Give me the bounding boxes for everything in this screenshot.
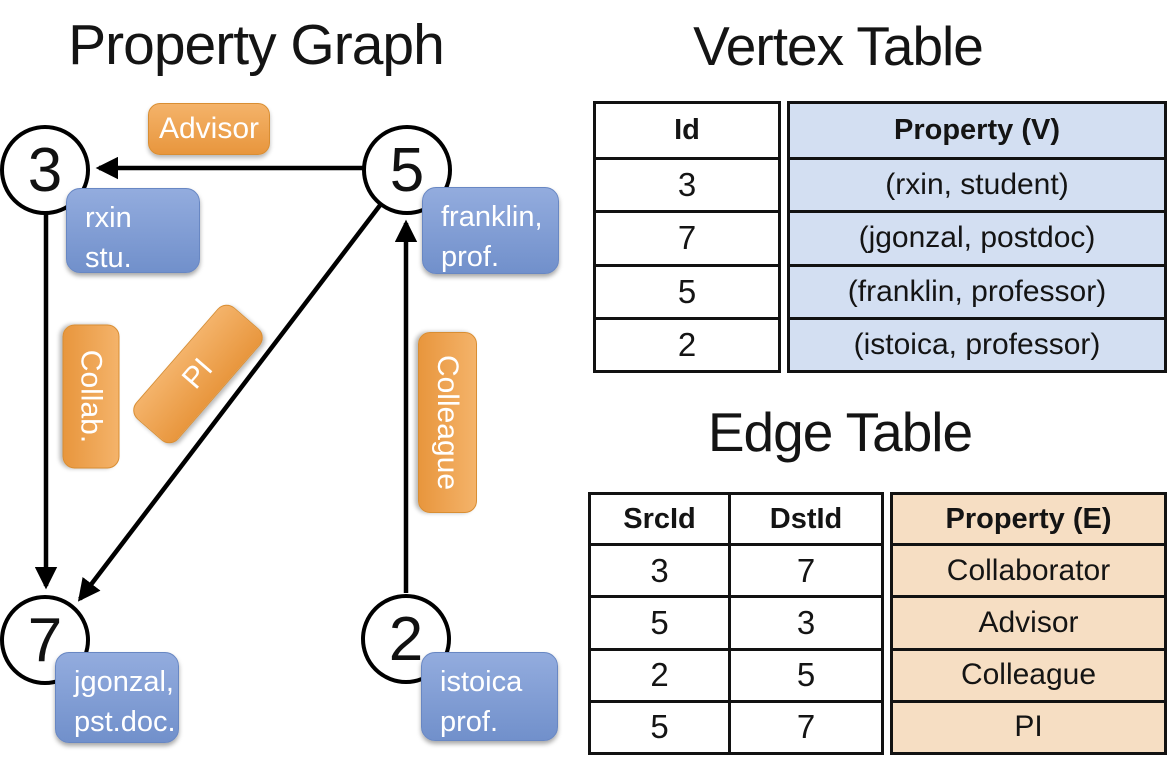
edge-table-header-dstid: DstId <box>728 495 881 543</box>
edge-table-cell-property: Collaborator <box>893 543 1164 595</box>
vertex-table-cell-id: 5 <box>596 263 778 317</box>
vertex-property-line: pst.doc. <box>74 706 176 738</box>
node-id-label: 2 <box>388 604 424 674</box>
vertex-table-cell-property: (istoica, professor) <box>790 316 1164 370</box>
vertex-property-line: prof. <box>441 241 500 273</box>
edge-table: SrcId DstId 3 7 5 3 2 5 5 7 Property (E)… <box>588 492 1167 755</box>
edge-table-header-srcid: SrcId <box>623 502 696 535</box>
vertex-property-box-jgonzal: jgonzal, pst.doc. <box>55 652 179 743</box>
vertex-property-line: prof. <box>440 706 499 738</box>
vertex-property-line: rxin <box>85 202 132 234</box>
vertex-table-cell-id: 7 <box>596 210 778 263</box>
vertex-table-title: Vertex Table <box>693 15 984 77</box>
edge-label-text: Advisor <box>158 112 260 145</box>
edge-label-text: Collab. <box>75 349 108 444</box>
edge-table-header-property: Property (E) <box>945 502 1112 535</box>
vertex-table-header-id: Id <box>674 114 700 146</box>
edge-table-cell-src: 5 <box>591 595 728 647</box>
edge-label-text: Colleague <box>431 354 465 491</box>
edge-table-cell-src: 3 <box>591 543 728 595</box>
vertex-table-id-column: Id 3 7 5 2 <box>593 101 781 373</box>
vertex-property-line: jgonzal, <box>74 666 174 698</box>
edge-line-pi <box>77 202 383 602</box>
edge-label-text: PI <box>175 352 220 396</box>
edge-label-collab: Collab. <box>62 324 120 469</box>
graph-node-5: 5 <box>362 125 452 215</box>
edge-table-cell-property: Advisor <box>893 595 1164 647</box>
vertex-table-property-column: Property (V) (rxin, student) (jgonzal, p… <box>787 101 1167 373</box>
graph-edges-svg <box>34 156 418 602</box>
vertex-table-cell-property: (franklin, professor) <box>790 263 1164 317</box>
edge-table-cell-dst: 3 <box>728 595 881 648</box>
vertex-table-cell-id: 2 <box>596 316 778 370</box>
vertex-property-line: stu. <box>85 242 132 274</box>
graph-node-2: 2 <box>361 594 451 684</box>
vertex-table: Id 3 7 5 2 Property (V) (rxin, student) … <box>593 101 1167 373</box>
edge-table-property-column: Property (E) Collaborator Advisor Collea… <box>890 492 1167 755</box>
vertex-property-box-franklin: franklin, prof. <box>422 187 559 274</box>
edge-label-advisor: Advisor <box>148 103 270 155</box>
edge-table-cell-dst: 7 <box>728 543 881 596</box>
edge-table-title: Edge Table <box>707 401 973 463</box>
edge-table-cell-property: PI <box>893 699 1164 752</box>
vertex-property-line: istoica <box>440 666 523 698</box>
edge-table-cell-src: 5 <box>591 699 728 752</box>
edge-table-src-dst-columns: SrcId DstId 3 7 5 3 2 5 5 7 <box>588 492 884 755</box>
vertex-property-box-istoica: istoica prof. <box>421 652 558 741</box>
vertex-table-header-property: Property (V) <box>894 114 1060 146</box>
vertex-property-line: franklin, <box>441 201 543 233</box>
vertex-property-box-rxin: rxin stu. <box>66 188 200 274</box>
vertex-table-cell-property: (jgonzal, postdoc) <box>790 210 1164 263</box>
node-id-label: 5 <box>389 135 425 205</box>
edge-table-cell-dst: 5 <box>728 647 881 700</box>
edge-label-colleague: Colleague <box>418 332 477 513</box>
edge-table-cell-src: 2 <box>591 647 728 700</box>
edge-table-cell-property: Colleague <box>893 647 1164 700</box>
vertex-table-cell-property: (rxin, student) <box>790 157 1164 210</box>
node-id-label: 3 <box>27 135 63 205</box>
edge-table-cell-dst: 7 <box>728 699 881 752</box>
property-graph-title: Property Graph <box>68 13 445 77</box>
vertex-table-cell-id: 3 <box>596 157 778 210</box>
